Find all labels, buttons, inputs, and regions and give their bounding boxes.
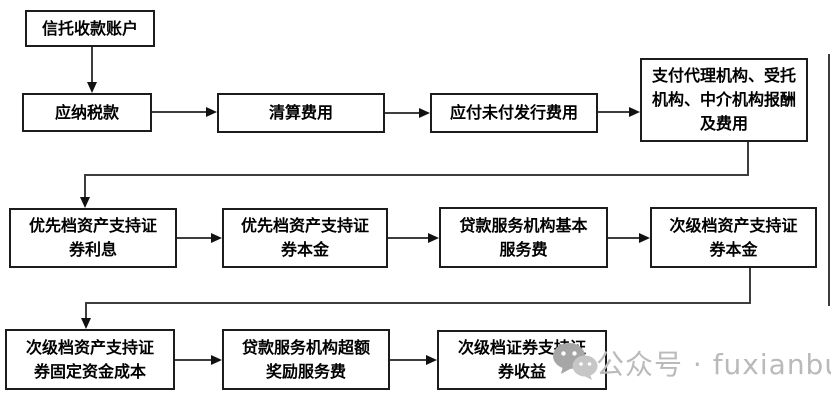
node-unpaid-issuance-fees: 应付未付发行费用: [430, 93, 598, 133]
arrow-down-icon: [81, 318, 91, 329]
node-label: 贷款服务机构超额 奖励服务费: [241, 337, 370, 381]
arrow-right-icon: [211, 233, 222, 243]
node-senior-tranche-principal: 优先档资产支持证 券本金: [222, 208, 388, 268]
connector-line: [390, 359, 427, 361]
node-loan-servicer-excess-incentive-fee: 贷款服务机构超额 奖励服务费: [222, 329, 390, 390]
connector-line: [84, 174, 86, 198]
arrow-down-icon: [87, 82, 97, 93]
connector-line: [388, 237, 429, 239]
node-subordinate-tranche-fixed-funding-cost: 次级档资产支持证 券固定资金成本: [5, 329, 175, 390]
node-label: 优先档资产支持证 券本金: [240, 216, 369, 259]
connector-line: [749, 268, 751, 304]
node-label: 支付代理机构、受托 机构、中介机构报酬 及费用: [651, 66, 796, 133]
node-taxes-payable: 应纳税款: [22, 93, 152, 132]
node-label: 应付未付发行费用: [449, 103, 578, 122]
node-liquidation-expenses: 清算费用: [217, 93, 385, 133]
connector-line: [85, 302, 87, 319]
connector-line: [84, 174, 749, 176]
arrow-right-icon: [639, 233, 650, 243]
connector-line: [85, 302, 751, 304]
node-label: 应纳税款: [54, 102, 119, 122]
node-senior-tranche-interest: 优先档资产支持证 券利息: [9, 208, 177, 268]
watermark-text: 公众号 · fuxianbubin: [596, 348, 831, 381]
node-agency-trustee-intermediary-fees: 支付代理机构、受托 机构、中介机构报酬 及费用: [640, 58, 808, 142]
node-label: 次级档资产支持证 券固定资金成本: [25, 337, 154, 381]
arrow-right-icon: [206, 107, 217, 117]
arrow-right-icon: [211, 355, 222, 365]
connector-line: [175, 359, 212, 361]
node-label: 优先档资产支持证 券利息: [28, 216, 157, 259]
node-loan-servicer-base-fee: 贷款服务机构基本 服务费: [439, 207, 608, 268]
arrow-down-icon: [80, 197, 90, 208]
arrow-right-icon: [426, 355, 437, 365]
node-subordinate-tranche-principal: 次级档资产支持证 券本金: [650, 207, 817, 268]
connector-line: [385, 112, 420, 114]
wechat-icon: [550, 341, 600, 385]
connector-line: [91, 47, 93, 83]
connector-line: [152, 111, 207, 113]
connector-line: [608, 237, 640, 239]
node-label: 清算费用: [268, 103, 333, 122]
arrow-right-icon: [419, 108, 430, 118]
arrow-right-icon: [629, 107, 640, 117]
arrow-right-icon: [428, 233, 439, 243]
node-label: 次级档资产支持证 券本金: [669, 215, 798, 259]
connector-line: [598, 111, 630, 113]
node-trust-collection-account: 信托收款账户: [25, 10, 155, 47]
connector-line: [177, 237, 212, 239]
node-label: 信托收款账户: [41, 18, 138, 38]
connector-line: [747, 142, 749, 175]
right-edge-rule: [828, 54, 830, 306]
node-label: 贷款服务机构基本 服务费: [459, 215, 588, 259]
